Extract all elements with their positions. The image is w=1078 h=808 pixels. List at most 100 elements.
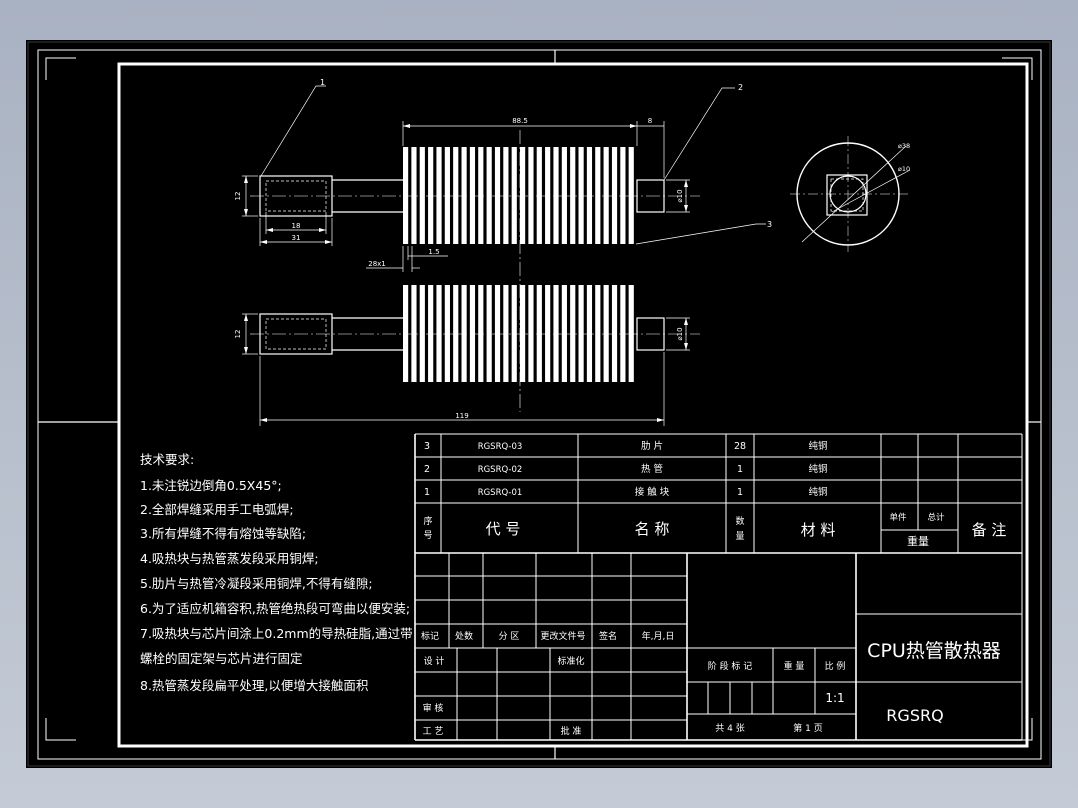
- dimension-arrows: [244, 124, 688, 422]
- bom-cell-qty: 1: [737, 464, 743, 475]
- bom-header-weight: 重量: [907, 534, 929, 548]
- fin: [453, 285, 459, 382]
- fin: [486, 285, 492, 382]
- fin: [586, 147, 593, 244]
- fin: [561, 147, 567, 244]
- inner-border: [117, 62, 1029, 748]
- tech-item: 8.热管蒸发段扁平处理,以便增大接触面积: [140, 678, 368, 693]
- label-standard: 标准化: [557, 655, 584, 667]
- dim-block-height-top: 12: [234, 192, 242, 201]
- bom-header-no: 序: [423, 515, 432, 527]
- bom-cell-material: 纯铜: [808, 486, 827, 498]
- fin: [545, 147, 551, 244]
- bom-header-material: 材 料: [801, 521, 836, 539]
- bom-header-name: 名 称: [635, 520, 670, 538]
- fin: [570, 147, 576, 244]
- fin: [536, 285, 542, 382]
- tech-item: 6.为了适应机箱容积,热管绝热段可弯曲以便安装;: [140, 601, 410, 616]
- fin: [444, 285, 450, 382]
- fin: [411, 147, 417, 244]
- outer-border: [37, 49, 1042, 760]
- label-count: 处数: [455, 630, 473, 642]
- bom-cell-qty: 28: [734, 441, 746, 452]
- fin-stack-bottom: [403, 285, 634, 382]
- fin: [503, 147, 509, 244]
- fin: [528, 285, 534, 382]
- bom-cell-code: RGSRQ-03: [478, 442, 523, 452]
- bom-header-no: 号: [423, 530, 432, 541]
- tech-item: 2.全部焊缝采用手工电弧焊;: [140, 502, 294, 517]
- dim-inner-len: 18: [292, 222, 301, 230]
- fin: [411, 285, 417, 382]
- bom-cell-qty: 1: [737, 487, 743, 498]
- bom-header-total: 总计: [927, 512, 945, 523]
- fin: [428, 147, 434, 244]
- balloon-3: 3: [767, 220, 772, 229]
- tech-requirements: 技术要求: 1.未注锐边倒角0.5X45°; 2.全部焊缝采用手工电弧焊; 3.…: [140, 452, 413, 693]
- fin: [494, 285, 501, 382]
- fin: [620, 147, 626, 244]
- fin: [478, 285, 484, 382]
- fin: [611, 147, 618, 244]
- fin: [611, 285, 618, 382]
- label-stage-mark: 阶 段 标 记: [708, 660, 753, 672]
- fin: [469, 147, 476, 244]
- corner-marks: [45, 57, 1033, 741]
- balloon-1: 1: [320, 78, 325, 87]
- fin: [403, 147, 409, 244]
- bom-header: 序 号 代 号 名 称 数 量 材 料 单件 总计 重量 备 注: [423, 512, 1006, 548]
- contact-block-section: [826, 174, 868, 216]
- bom-cell-name: 热 管: [641, 463, 663, 475]
- fin: [419, 147, 425, 244]
- tech-item: 3.所有焊缝不得有熔蚀等缺陷;: [140, 526, 306, 541]
- dim-fin-outer-dia: ⌀38: [898, 142, 910, 150]
- label-review: 审 核: [423, 702, 444, 714]
- drawing-name: CPU热管散热器: [867, 640, 1001, 662]
- fin: [628, 147, 634, 244]
- fin: [436, 285, 442, 382]
- fin: [494, 147, 501, 244]
- label-date: 年,月,日: [642, 630, 675, 642]
- fin: [553, 147, 559, 244]
- leader-lines: [260, 85, 766, 245]
- bom-cell-code: RGSRQ-02: [478, 465, 523, 475]
- fin: [603, 285, 609, 382]
- label-sheets: 共 4 张: [715, 723, 744, 734]
- fin: [536, 147, 542, 244]
- tech-item: 5.肋片与热管冷凝段采用铜焊,不得有缝隙;: [140, 576, 373, 591]
- dim-fin-pitch: 28x1: [368, 260, 386, 268]
- balloon-2: 2: [738, 83, 743, 92]
- fin: [478, 147, 484, 244]
- dim-total-len: 119: [455, 412, 468, 420]
- fin: [520, 147, 526, 244]
- label-zone: 分 区: [499, 631, 520, 642]
- fin: [511, 147, 517, 244]
- bom-cell-name: 肋 片: [641, 440, 663, 452]
- side-view: ⌀38 ⌀10: [790, 136, 910, 252]
- label-process: 工 艺: [423, 726, 444, 737]
- dim-pipe-dia-bottom: ⌀10: [676, 327, 684, 340]
- fin: [444, 147, 450, 244]
- label-approve: 批 准: [561, 725, 582, 737]
- bom-table-grid: [414, 433, 1023, 740]
- fin: [553, 285, 559, 382]
- bom-cell-no: 3: [424, 441, 430, 452]
- bom-cell-material: 纯铜: [808, 463, 827, 475]
- bom-rows: 3 RGSRQ-03 肋 片 28 纯铜 2 RGSRQ-02 热 管 1 纯铜…: [424, 440, 828, 498]
- dim-end-gap: 8: [648, 117, 652, 125]
- fin: [561, 285, 567, 382]
- label-mark: 标记: [421, 630, 439, 642]
- bom-cell-name: 接 触 块: [635, 486, 670, 498]
- tech-item: 螺栓的固定架与芯片进行固定: [140, 651, 303, 666]
- fin: [469, 285, 476, 382]
- label-change-doc: 更改文件号: [540, 630, 585, 642]
- bom-header-qty: 量: [735, 531, 744, 542]
- dim-pipe-dia-side: ⌀10: [898, 165, 910, 173]
- fin: [578, 285, 584, 382]
- bom-header-qty: 数: [735, 515, 744, 527]
- fin: [595, 147, 601, 244]
- tech-item: 7.吸热块与芯片间涂上0.2mm的导热硅脂,通过带: [140, 626, 413, 641]
- top-view: [250, 147, 700, 244]
- fin: [453, 147, 459, 244]
- fin: [419, 285, 425, 382]
